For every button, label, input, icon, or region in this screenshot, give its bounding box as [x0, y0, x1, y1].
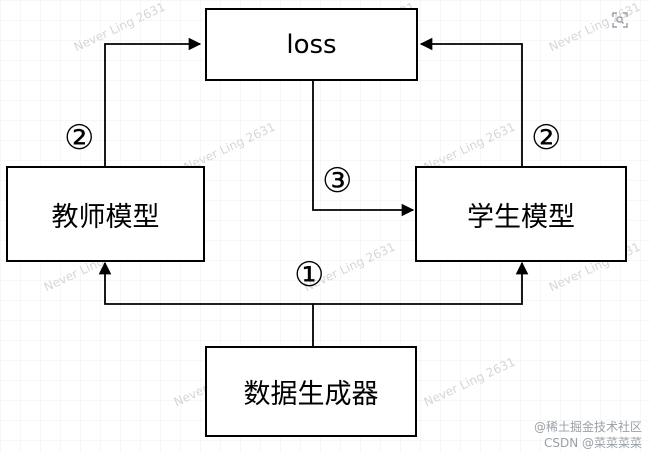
step-2-right-marker: ②: [531, 118, 562, 158]
loss-to-student-arrow: [312, 80, 415, 217]
generator-to-student-arrow: [313, 261, 529, 305]
scan-search-icon[interactable]: [612, 12, 628, 28]
student-model-label: 学生模型: [467, 201, 575, 233]
teacher-model-label: 教师模型: [51, 201, 160, 233]
student-to-loss-arrow: [419, 37, 523, 166]
teacher-model-node: 教师模型: [6, 166, 205, 262]
data-generator-label: 数据生成器: [243, 379, 379, 410]
step-2-left-marker: ②: [64, 118, 95, 158]
step-1-marker: ①: [294, 255, 325, 295]
step-3-marker: ③: [322, 161, 353, 201]
watermark-corner-line2: CSDN @菜菜菜菜: [543, 436, 642, 450]
loss-label: loss: [286, 29, 337, 60]
teacher-to-loss-arrow: [104, 37, 202, 166]
generator-to-teacher-arrow: [98, 261, 314, 346]
watermark-corner-line1: @稀土掘金技术社区: [533, 420, 642, 434]
data-generator-node: 数据生成器: [205, 346, 417, 437]
student-model-node: 学生模型: [415, 166, 627, 262]
loss-node: loss: [205, 8, 418, 81]
